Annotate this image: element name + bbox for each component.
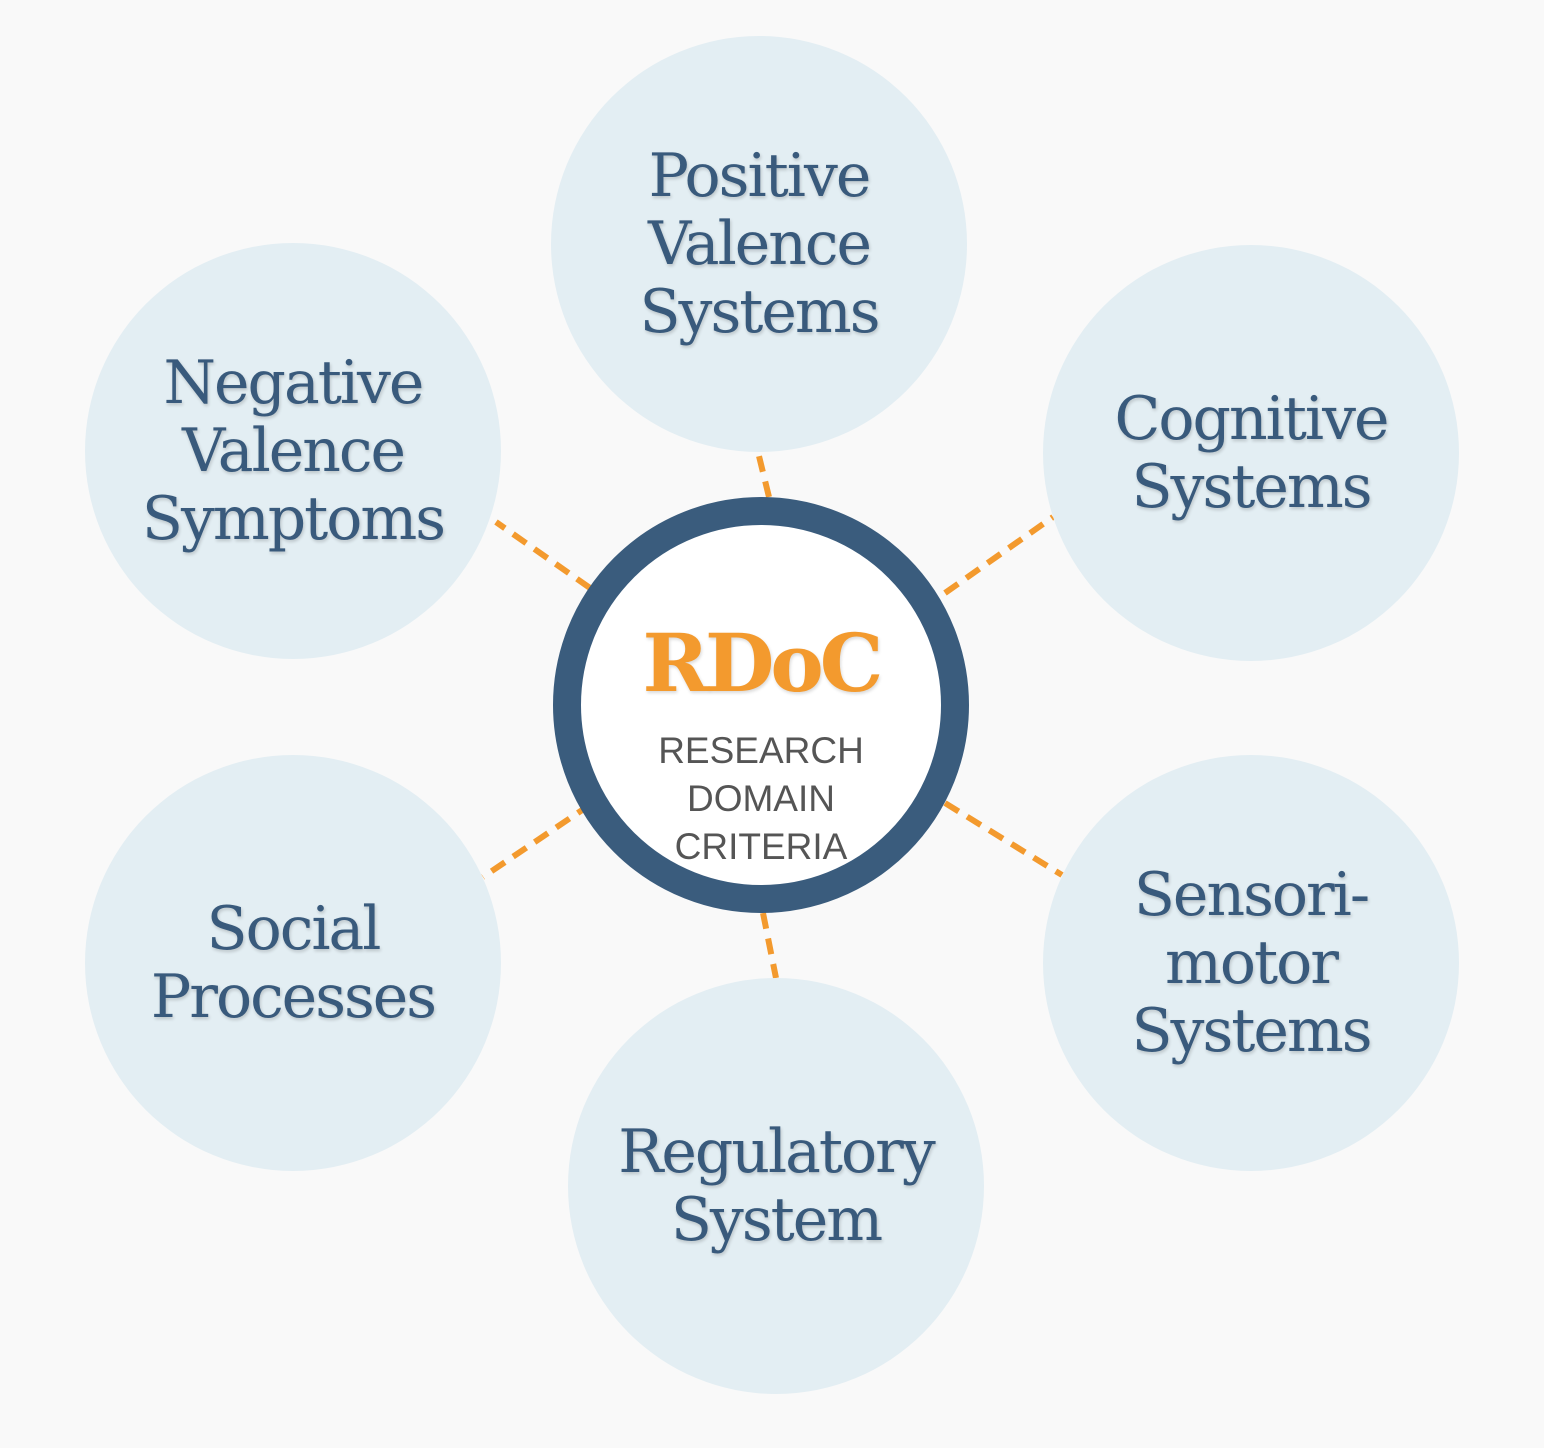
center-hub: RDoC RESEARCH DOMAIN CRITERIA [553, 497, 969, 913]
domain-label: Regulatory System [618, 1117, 936, 1255]
domain-label: Social Processes [150, 894, 437, 1032]
domain-label: Negative Valence Symptoms [141, 348, 446, 554]
connector-positive [755, 451, 772, 498]
domain-sensorimotor-systems: Sensori- motor Systems [1043, 755, 1459, 1171]
connector-sensorimotor [943, 800, 1064, 878]
domain-label: Cognitive Systems [1114, 384, 1390, 522]
domain-negative-valence-symptoms: Negative Valence Symptoms [85, 243, 501, 659]
domain-social-processes: Social Processes [85, 755, 501, 1171]
hub-subtitle: RESEARCH DOMAIN CRITERIA [658, 730, 864, 867]
connector-negative [494, 519, 592, 591]
domain-label: Positive Valence Systems [639, 141, 880, 347]
domain-positive-valence-systems: Positive Valence Systems [551, 36, 967, 452]
connector-social [481, 801, 593, 880]
domain-regulatory-system: Regulatory System [568, 978, 984, 1394]
hub-acronym: RDoC [642, 616, 884, 710]
connector-cognitive [943, 514, 1055, 596]
domain-label: Sensori- motor Systems [1131, 860, 1372, 1066]
connector-regulatory [760, 912, 779, 979]
domain-cognitive-systems: Cognitive Systems [1043, 245, 1459, 661]
